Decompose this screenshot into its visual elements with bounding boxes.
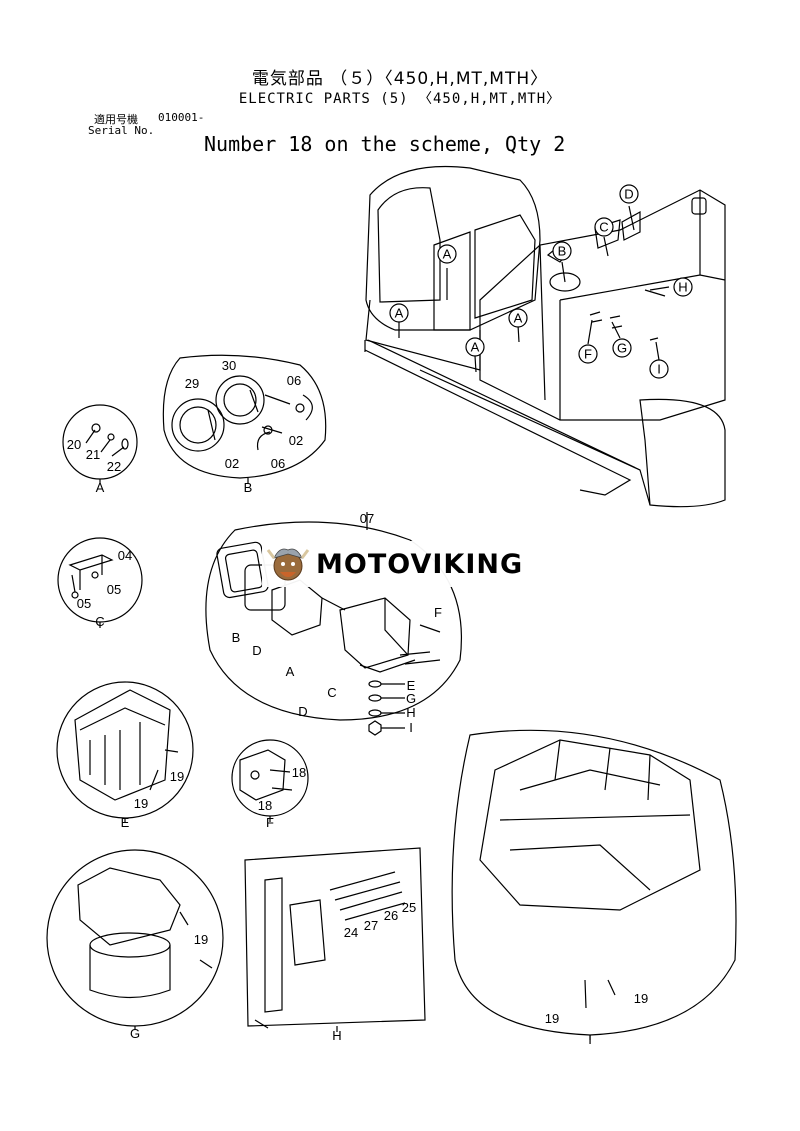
main-view-callouts [398, 205, 670, 373]
part-number-c-2: 05 [77, 596, 91, 611]
page-title-japanese: 電気部品 （５）〈450,H,MT,MTH〉 [251, 69, 549, 89]
callout-a-1: A [395, 306, 404, 321]
part-number-d-0: B [232, 630, 241, 645]
part-number-e-0: 19 [170, 769, 184, 784]
watermark: MOTOVIKING [262, 541, 535, 587]
page-title-english: ELECTRIC PARTS (5) 〈450,H,MT,MTH〉 [238, 91, 562, 107]
part-number-f-1: 18 [258, 798, 272, 813]
detail-label-e: E [121, 815, 130, 830]
part-number-h-3: 24 [344, 925, 358, 940]
detail-label-c: C [95, 614, 104, 629]
part-number-b-2: 06 [287, 373, 301, 388]
part-number-e-1: 19 [134, 796, 148, 811]
part-number-i-1: 19 [634, 991, 648, 1006]
serial-value: 010001- [158, 111, 205, 124]
serial-label-english: Serial No. [88, 124, 155, 137]
part-number-a-2: 22 [107, 459, 121, 474]
part-number-h-0: 25 [402, 900, 416, 915]
callout-b-4: B [558, 244, 567, 259]
part-number-h-2: 27 [364, 918, 378, 933]
detail-f [231, 739, 309, 822]
part-number-d-6: G [406, 691, 416, 706]
callout-a-2: A [471, 340, 480, 355]
part-number-d-8: I [409, 720, 413, 735]
detail-d [205, 512, 463, 736]
part-number-f-0: 18 [292, 765, 306, 780]
detail-label-i: I [588, 1032, 592, 1047]
callout-f-7: F [584, 347, 592, 362]
part-number-d-3: C [327, 685, 336, 700]
detail-label-b: B [244, 480, 253, 495]
detail-label-a: A [96, 480, 105, 495]
callout-d-6: D [624, 187, 633, 202]
scheme-note: Number 18 on the scheme, Qty 2 [204, 132, 566, 156]
callout-a-0: A [443, 247, 452, 262]
part-number-b-3: 02 [289, 433, 303, 448]
excavator-body-drawing [364, 165, 726, 508]
detail-g [46, 849, 224, 1030]
detail-label-f: F [266, 815, 274, 830]
part-number-c-0: 04 [118, 548, 132, 563]
serial-label-japanese: 適用号機 [94, 113, 138, 126]
part-number-c-1: 05 [107, 582, 121, 597]
detail-a [62, 404, 138, 484]
part-number-h-1: 26 [384, 908, 398, 923]
callout-b-4-circle [552, 241, 572, 261]
part-number-b-4: 02 [225, 456, 239, 471]
part-number-d-4: F [434, 605, 442, 620]
part-number-b-1: 30 [222, 358, 236, 373]
part-number-d-5: E [407, 678, 416, 693]
detail-c [57, 537, 143, 628]
detail-d-ref-number: 07 [360, 511, 374, 526]
part-number-b-0: 29 [185, 376, 199, 391]
detail-label-d: D [298, 704, 307, 719]
watermark-brand: MOTOVIKING [316, 548, 524, 580]
callout-a-1-circle [389, 303, 409, 323]
part-number-a-1: 21 [86, 447, 100, 462]
callout-f-7-circle [578, 344, 598, 364]
part-number-g-0: 19 [194, 932, 208, 947]
callout-c-5-circle [594, 217, 614, 237]
viking-mascot-icon [266, 548, 310, 581]
detail-b [162, 354, 327, 484]
callout-d-6-circle [619, 184, 639, 204]
detail-i [451, 729, 737, 1040]
callout-g-8: G [617, 341, 627, 356]
callout-a-2-circle [465, 337, 485, 357]
callout-g-8-circle [612, 338, 632, 358]
detail-label-h: H [332, 1028, 341, 1043]
detail-h [244, 847, 426, 1032]
part-number-b-5: 06 [271, 456, 285, 471]
callout-i-10: I [657, 362, 661, 377]
part-number-d-2: A [286, 664, 295, 679]
callout-i-10-circle [649, 359, 669, 379]
callout-h-9: H [678, 280, 687, 295]
detail-label-g: G [130, 1026, 140, 1041]
callout-h-9-circle [673, 277, 693, 297]
callout-a-3-circle [508, 308, 528, 328]
callout-a-0-circle [437, 244, 457, 264]
detail-e [56, 681, 194, 822]
callout-a-3: A [514, 311, 523, 326]
part-number-i-0: 19 [545, 1011, 559, 1026]
part-number-a-0: 20 [67, 437, 81, 452]
part-number-d-1: D [252, 643, 261, 658]
callout-c-5: C [599, 220, 608, 235]
part-number-d-7: H [406, 705, 415, 720]
